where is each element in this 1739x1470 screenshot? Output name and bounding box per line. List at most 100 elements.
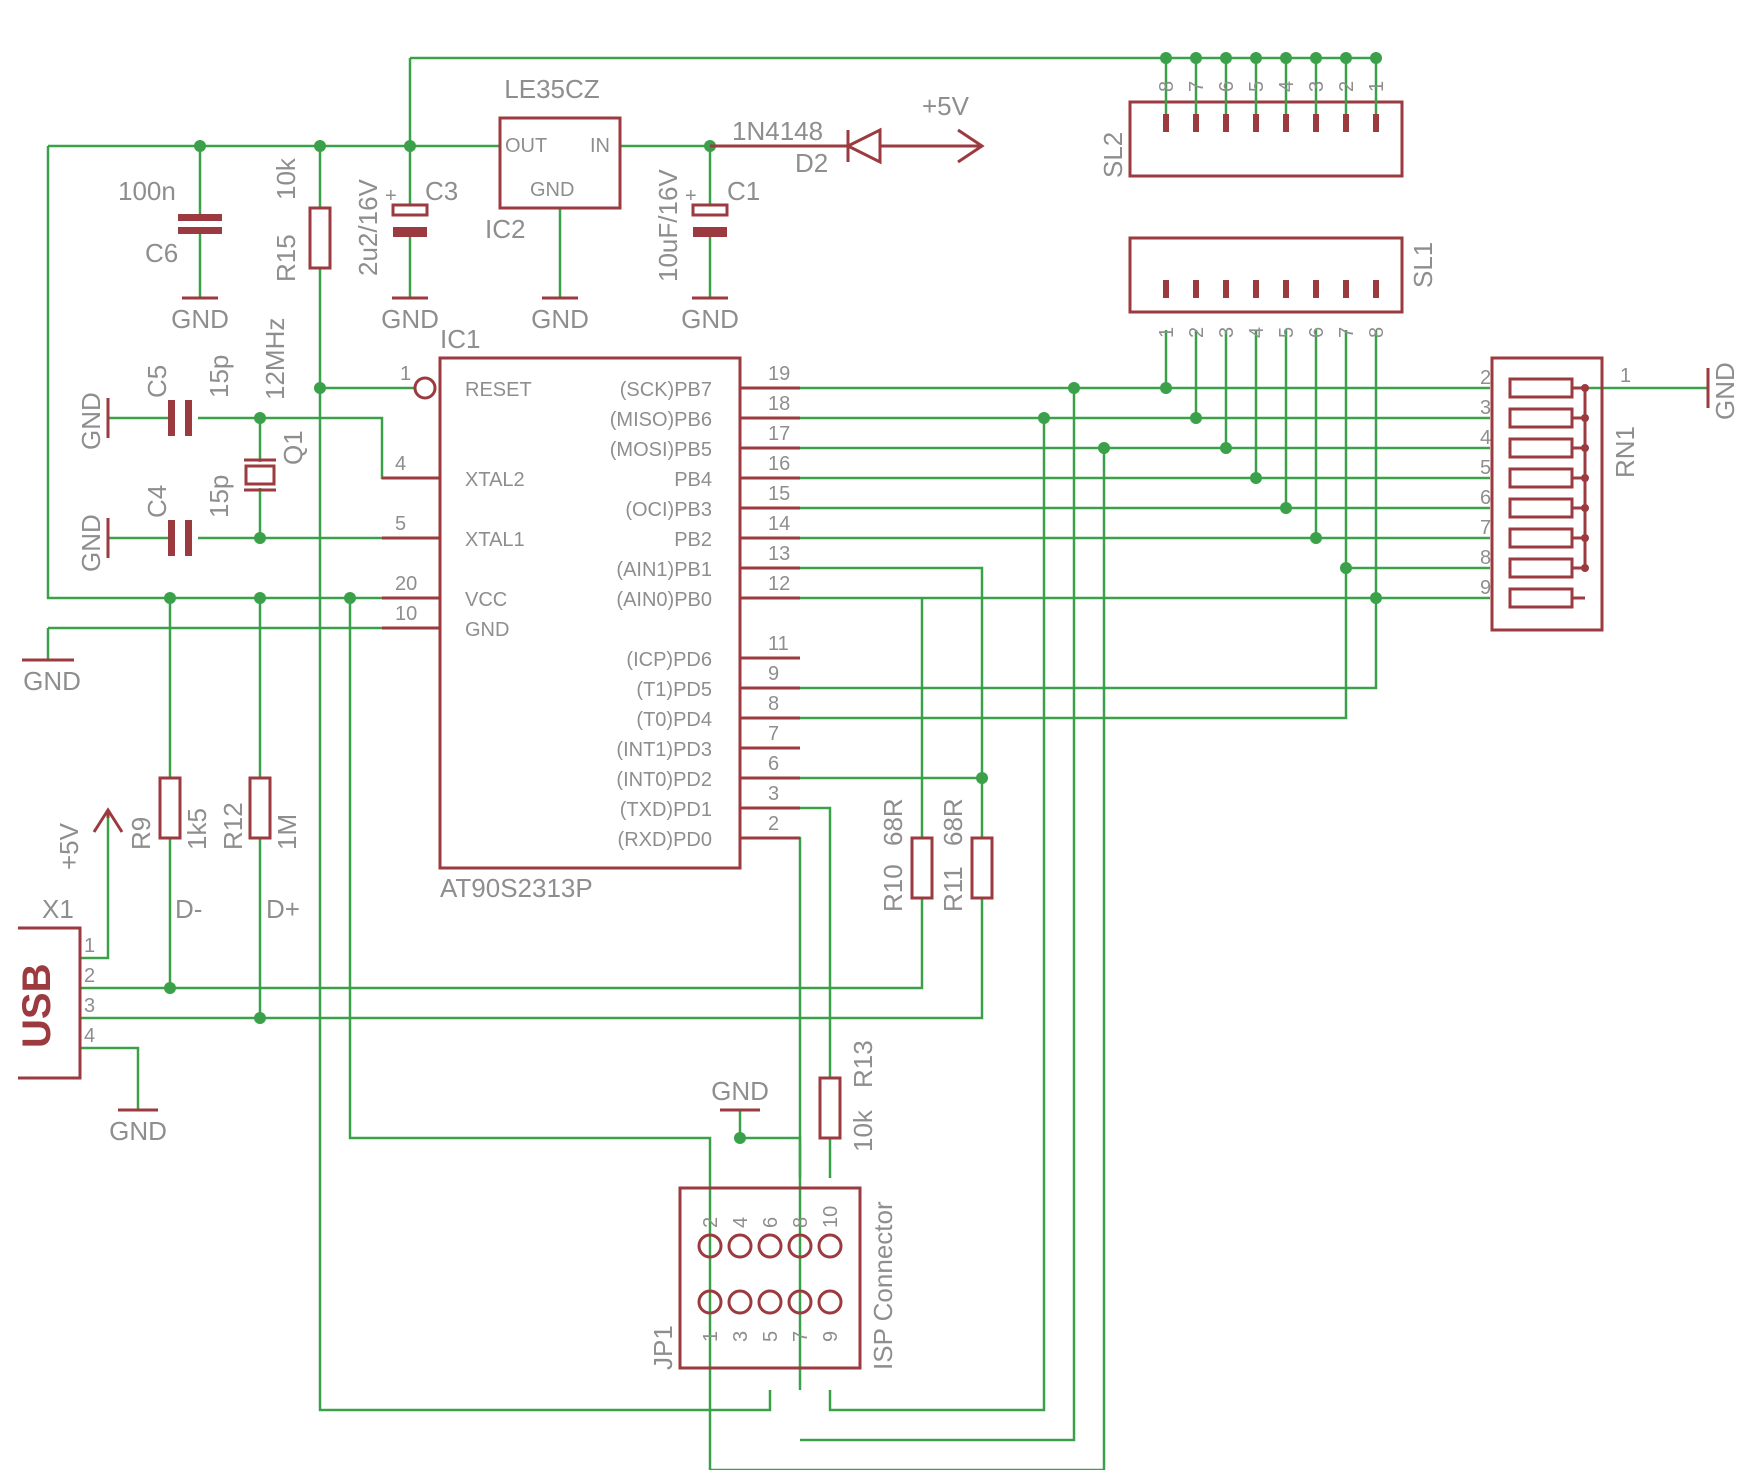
sl2-pin-number: 4 <box>1276 81 1298 92</box>
rn1-pin-number: 2 <box>1480 367 1491 389</box>
sl2-pin-stub <box>1163 114 1169 132</box>
ic2-regulator: LE35CZ OUT IN GND IC2 <box>485 74 622 244</box>
gnd-left-label: GND <box>23 666 81 696</box>
ic2-out-label: OUT <box>505 135 547 157</box>
ic1-left-pin-number: 10 <box>395 603 417 625</box>
ic1-right-pin-name: (AIN1)PB1 <box>616 559 712 581</box>
jp1-top-pin-number: 2 <box>700 1217 722 1228</box>
ic1-right-pin-name: (INT0)PD2 <box>616 769 712 791</box>
wires <box>46 56 1708 1470</box>
sl1-pin-number: 2 <box>1186 327 1208 338</box>
sl2-pin-number: 1 <box>1366 81 1388 92</box>
sl2-pin-stub <box>1343 114 1349 132</box>
c3-name: C3 <box>425 176 458 206</box>
c4-value: 15p <box>204 475 234 518</box>
ic1-right-pin-number: 15 <box>768 483 790 505</box>
c6-capacitor: 100n C6 <box>118 176 222 268</box>
rn1-pin-number: 9 <box>1480 577 1491 599</box>
r13-resistor: R13 10k <box>818 1040 878 1152</box>
sl2-pin-stub <box>1313 114 1319 132</box>
ic1-right-pin-number: 14 <box>768 513 790 535</box>
ic1-right-pin-number: 6 <box>768 753 779 775</box>
sl2-pin-number: 3 <box>1306 81 1328 92</box>
rn1-pin-number: 7 <box>1480 517 1491 539</box>
sl2-pin-number: 2 <box>1336 81 1358 92</box>
jp1-bottom-pin-number: 9 <box>820 1331 842 1342</box>
rn1-resistor-element <box>1508 377 1574 399</box>
d2-name: D2 <box>795 148 828 178</box>
sl1-pin-stub <box>1163 280 1169 298</box>
usb-plus5v: +5V <box>54 807 124 870</box>
c6-value: 100n <box>118 176 176 206</box>
rn1-resistor-element <box>1508 557 1574 579</box>
gnd-isp-label: GND <box>711 1076 769 1106</box>
c4-name: C4 <box>142 485 172 518</box>
usb-series-resistors: R10 68R R11 68R <box>878 798 994 912</box>
jp1-bottom-pad <box>787 1289 813 1315</box>
sl2-pin-stub <box>1193 114 1199 132</box>
sl2-pin-number: 7 <box>1186 81 1208 92</box>
isp-label: ISP Connector <box>868 1201 898 1370</box>
r13-value: 10k <box>848 1109 878 1152</box>
ic1-left-pin-name: RESET <box>465 379 532 401</box>
sl2-pin-number: 6 <box>1216 81 1238 92</box>
d2-value: 1N4148 <box>732 116 823 146</box>
jp1-top-pin-number: 8 <box>790 1217 812 1228</box>
ic1-name: IC1 <box>440 324 480 354</box>
sl1-pin-stub <box>1253 280 1259 298</box>
r15-value: 10k <box>271 157 301 200</box>
sl2-name: SL2 <box>1098 132 1128 178</box>
ic1-right-pin-number: 11 <box>768 633 789 655</box>
gnd-c5-label: GND <box>76 392 106 450</box>
ic2-value: LE35CZ <box>504 74 599 104</box>
sl1-pin-number: 1 <box>1156 327 1178 338</box>
ic1-right-pin-number: 2 <box>768 813 779 835</box>
ic1-right-pin-name: (T0)PD4 <box>636 709 712 731</box>
ic2-gnd-label: GND <box>530 179 574 201</box>
ic1-right-pin-name: (AIN0)PB0 <box>616 589 712 611</box>
jp1-top-pad <box>727 1233 753 1259</box>
rn1-pin-number: 3 <box>1480 397 1491 419</box>
ic1-right-pin-name: (T1)PD5 <box>636 679 712 701</box>
jp1-name: JP1 <box>648 1325 678 1370</box>
r11-name: R11 <box>938 866 968 912</box>
jp1-bottom-pin-number: 1 <box>700 1331 722 1342</box>
ic1-left-pin-number: 5 <box>395 513 406 535</box>
r12-value: 1M <box>272 814 302 850</box>
sl1-pin-number: 3 <box>1216 327 1238 338</box>
sl2-pin-stub <box>1253 114 1259 132</box>
r13-name: R13 <box>848 1040 878 1088</box>
ic1-right-pin-name: (MISO)PB6 <box>610 409 712 431</box>
ic1-right-pin-number: 13 <box>768 543 790 565</box>
ic1-left-pin-name: GND <box>465 619 509 641</box>
ic1-left-pin-number: 1 <box>400 363 411 385</box>
ic1-left-pin-name: VCC <box>465 589 507 611</box>
jp1-top-pad <box>817 1233 843 1259</box>
r15-name: R15 <box>271 234 301 282</box>
jp1-top-pad <box>787 1233 813 1259</box>
ic1-right-pin-number: 3 <box>768 783 779 805</box>
rn1-pin-number: 6 <box>1480 487 1491 509</box>
plus5v-usb-label: +5V <box>54 822 84 870</box>
ic1-right-pin-name: PB4 <box>674 469 712 491</box>
usb-pull-resistors: R9 1k5 R12 1M D- D+ <box>126 776 302 924</box>
c1-capacitor: + 10uF/16V C1 <box>653 169 760 282</box>
sl1-pin-number: 6 <box>1306 327 1328 338</box>
ic1-right-pin-name: (OCI)PB3 <box>625 499 712 521</box>
q1-name: Q1 <box>278 430 308 465</box>
jp1-bottom-pad <box>757 1289 783 1315</box>
gnd-isp: GND <box>711 1076 769 1112</box>
r9-value: 1k5 <box>182 808 212 850</box>
plus5v-top-label: +5V <box>922 91 970 121</box>
sl1-pin-number: 5 <box>1276 327 1298 338</box>
ic1-left-pin-number: 4 <box>395 453 406 475</box>
gnd-usb-label: GND <box>109 1116 167 1146</box>
sl2-pin-stub <box>1373 114 1379 132</box>
jp1-top-pad <box>757 1233 783 1259</box>
jp1-top-pin-number: 4 <box>730 1217 752 1228</box>
r12-name: R12 <box>218 802 248 850</box>
sl2-pin-stub <box>1283 114 1289 132</box>
ic1-value: AT90S2313P <box>440 873 593 903</box>
